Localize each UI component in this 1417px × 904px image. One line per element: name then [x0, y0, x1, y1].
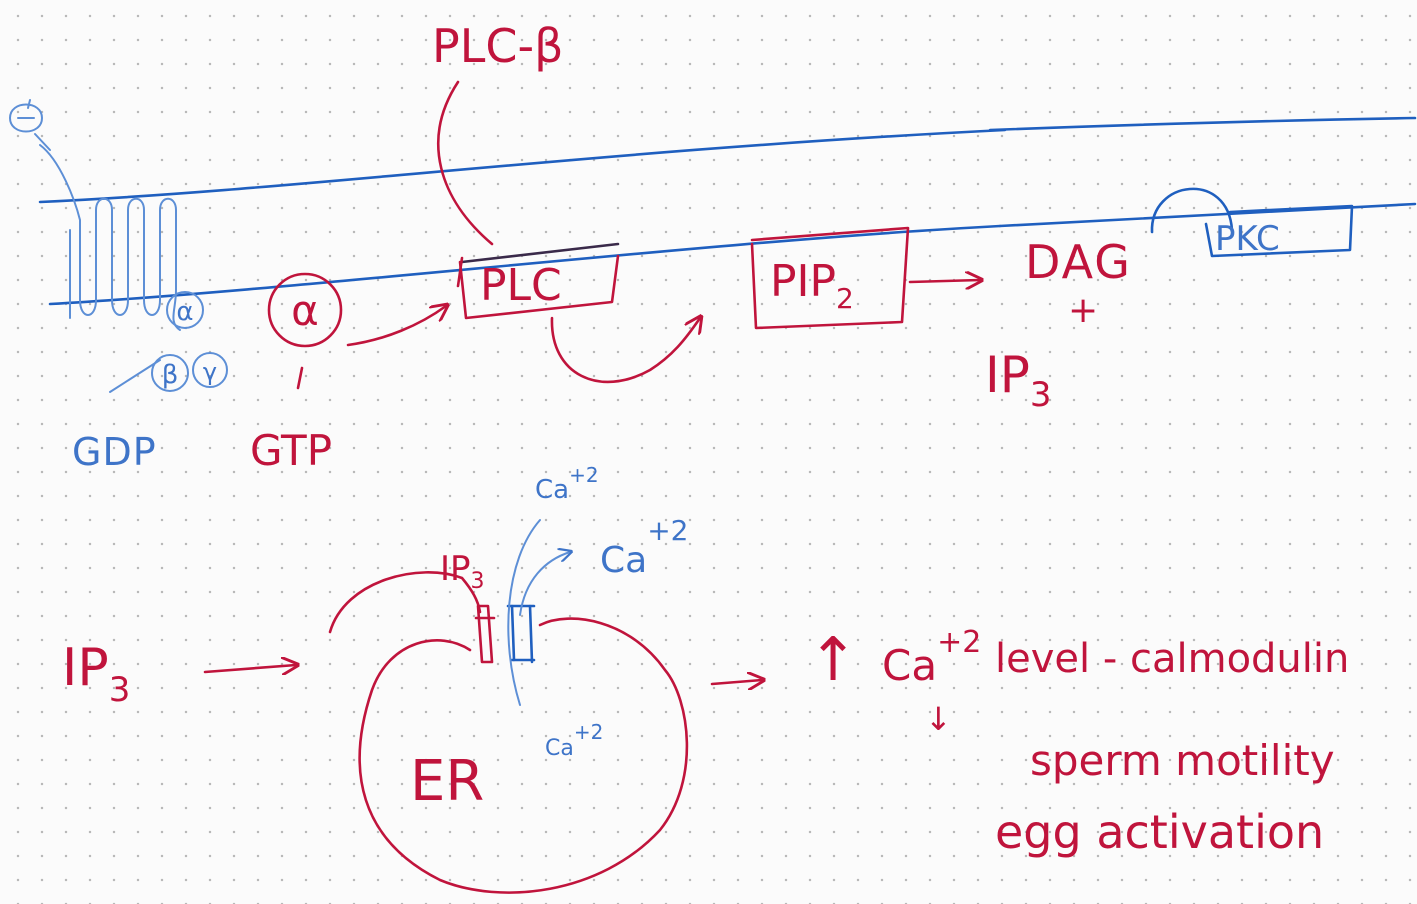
gpcr-receptor [39, 144, 181, 331]
pip2-box: PIP2 [750, 226, 910, 330]
gamma-subunit-label: γ [203, 358, 217, 386]
pkc-box: PKC [1204, 204, 1354, 259]
pkc-label: PKC [1215, 219, 1280, 259]
pip2-to-dag-arrow [908, 280, 980, 282]
er-to-result-arrow [710, 680, 762, 684]
sperm-motility-text: sperm motility [1030, 736, 1335, 785]
ip3-left-label: IP3 [62, 638, 130, 710]
gdp-label: GDP [72, 430, 157, 474]
ligand-icon [9, 99, 51, 151]
er-label: ER [410, 749, 484, 814]
er-organelle: ER [358, 617, 689, 894]
ip3-to-er-arrow [203, 665, 296, 672]
alpha-subunit-label: α [176, 297, 193, 327]
ca-label-top: Ca+2 [535, 463, 599, 505]
up-arrow: ↑ [808, 625, 858, 695]
plc-to-pip2-arrow [550, 318, 700, 384]
alpha-gtp: α [267, 272, 343, 390]
pip2-label: PIP2 [770, 256, 854, 315]
ca-level-label: Ca+2 [882, 625, 981, 690]
beta-subunit-label: β [162, 360, 179, 390]
ip3-er-label: IP3 [440, 549, 485, 594]
dag-label: DAG [1025, 235, 1132, 289]
alpha-gtp-label: α [291, 286, 319, 335]
ca-efflux-arrow-1 [507, 519, 541, 706]
plc-beta-leader [437, 80, 494, 246]
alpha-to-plc-arrow [346, 306, 446, 347]
ca-label-er: Ca+2 [545, 720, 603, 761]
ca-efflux-arrow-2 [519, 552, 570, 616]
plc-box: PLC [456, 242, 620, 320]
down-arrow: ↓ [925, 700, 952, 738]
gtp-label: GTP [250, 426, 332, 475]
ip3-receptor-channel [474, 604, 536, 664]
ca-label-mid: Ca+2 [600, 514, 688, 581]
ip3-binding-arc [328, 571, 482, 634]
plc-label: PLC [480, 260, 562, 311]
plc-beta-label: PLC-β [432, 19, 563, 73]
level-calmodulin-text: level - calmodulin [995, 636, 1349, 682]
egg-activation-text: egg activation [995, 805, 1324, 859]
ip3-label: IP3 [985, 346, 1052, 415]
cell-membrane [38, 116, 1417, 306]
plus-sign: + [1068, 290, 1098, 331]
dag-to-pkc-link [1150, 187, 1234, 234]
g-protein-trimer: α β γ [109, 291, 228, 393]
